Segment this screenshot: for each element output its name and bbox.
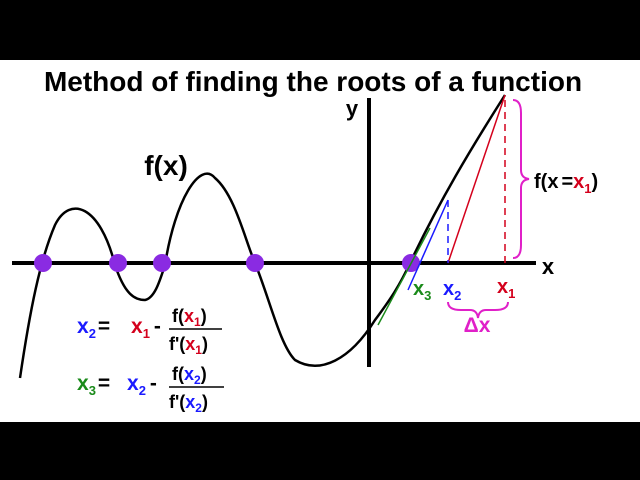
- diagram-background: [0, 60, 640, 422]
- top-letterbox: [0, 0, 640, 60]
- root-dot: [153, 254, 171, 272]
- x3-tangent-line: [377, 227, 431, 326]
- function-curve: [18, 94, 507, 379]
- formula-x2: x2= x1- f(x1) f'(x1): [77, 306, 222, 357]
- x2-tangent-line: [407, 199, 449, 291]
- root-dot: [246, 254, 264, 272]
- formula-x3-numerator: f(x2): [172, 364, 207, 387]
- bottom-letterbox: [0, 422, 640, 480]
- root-dot: [109, 254, 127, 272]
- diagram-title: Method of finding the roots of a functio…: [44, 66, 582, 97]
- formula-x3: x3= x2- f(x2) f'(x2): [77, 364, 224, 415]
- x1-point-label: x1: [497, 276, 515, 301]
- formula-x2-term: x1-: [131, 315, 161, 341]
- formula-x2-denominator: f'(x1): [169, 334, 208, 357]
- f-at-x1-label: f(x=x1): [534, 171, 598, 196]
- f-x1-brace: [512, 99, 530, 259]
- formula-x3-term: x2-: [127, 372, 157, 398]
- formula-x2-lhs: x2=: [77, 315, 110, 341]
- function-label: f(x): [144, 150, 188, 181]
- formula-x3-denominator: f'(x2): [169, 392, 208, 415]
- root-dot: [34, 254, 52, 272]
- formula-x2-numerator: f(x1): [172, 306, 207, 329]
- x2-point-label: x2: [443, 278, 461, 303]
- x1-tangent-line: [447, 94, 506, 264]
- x-axis-label: x: [542, 254, 555, 279]
- formula-x3-lhs: x3=: [77, 372, 110, 398]
- delta-x-brace: [447, 301, 509, 319]
- delta-x-label: Δx: [464, 314, 491, 337]
- y-axis-label: y: [346, 96, 359, 121]
- x3-point-label: x3: [413, 278, 431, 303]
